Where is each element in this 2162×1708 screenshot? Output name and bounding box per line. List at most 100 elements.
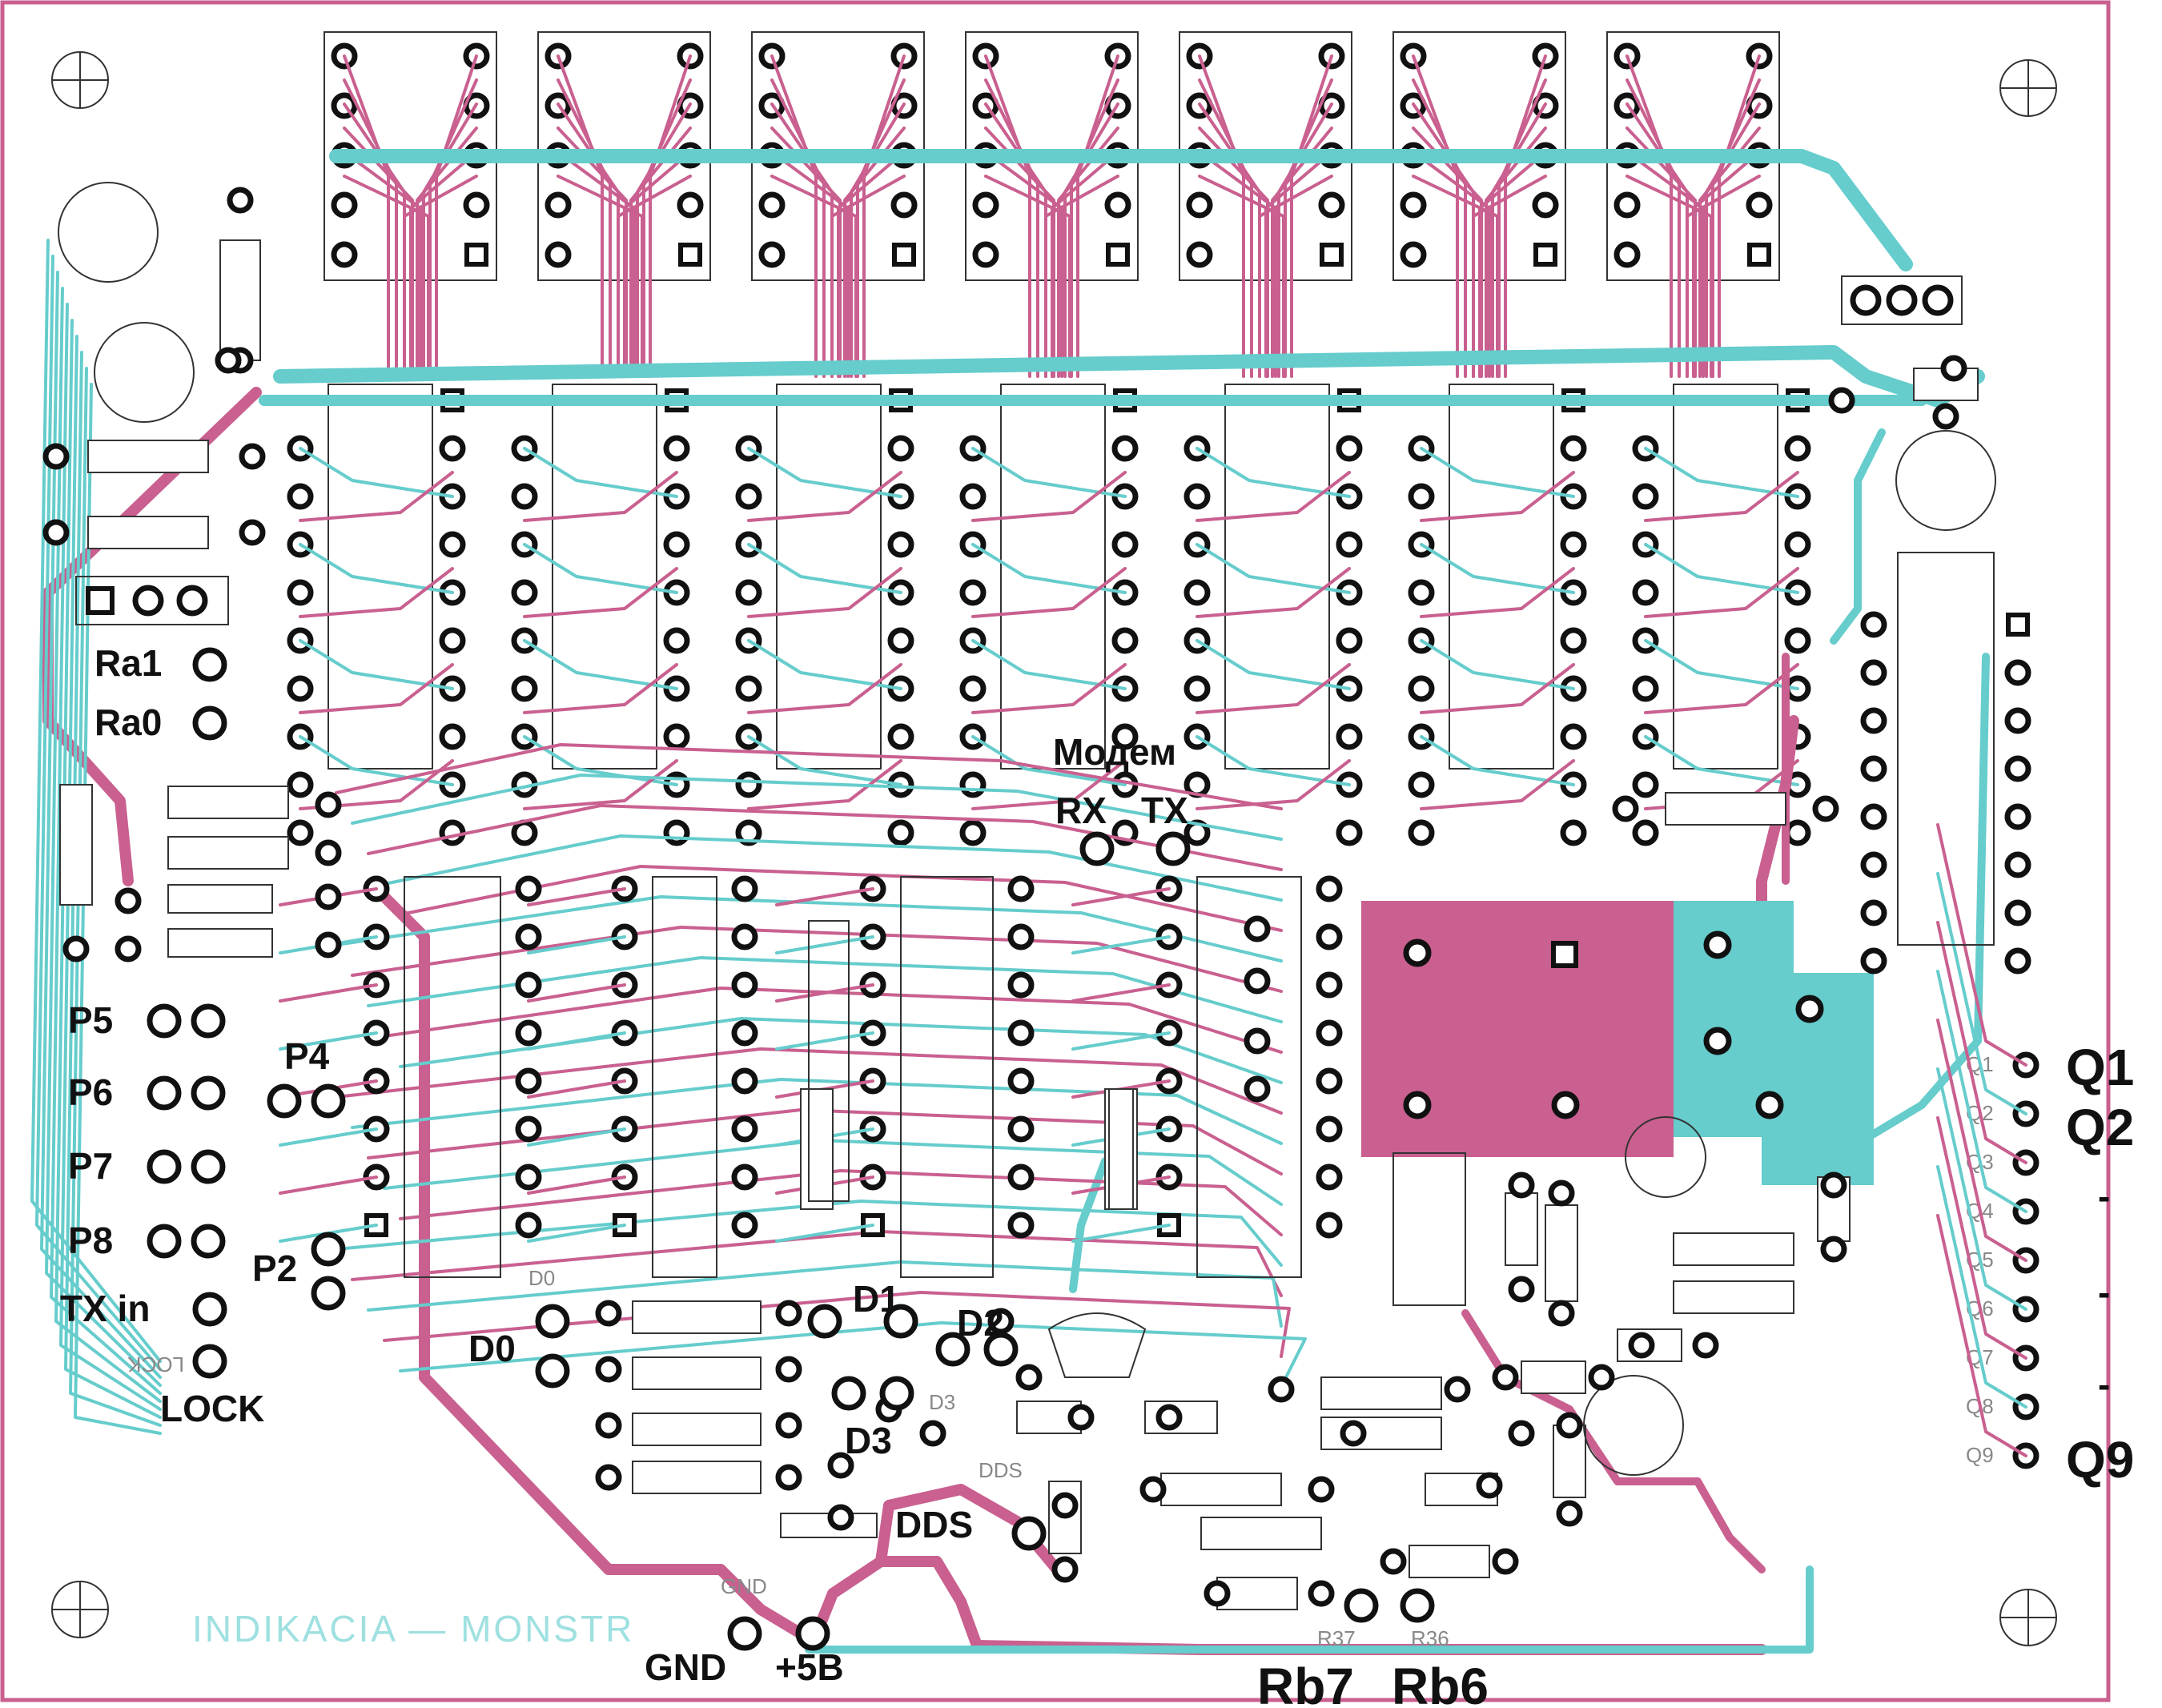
chip-pin bbox=[735, 675, 762, 702]
chip-pin bbox=[2004, 899, 2031, 926]
chip-pin bbox=[959, 675, 987, 702]
label-p6: P6 bbox=[68, 1071, 113, 1113]
component-pad bbox=[1628, 1332, 1655, 1359]
led-pin bbox=[972, 241, 999, 268]
pad-tx[interactable] bbox=[1155, 831, 1191, 866]
mounting-holes bbox=[51, 51, 2057, 1646]
chip-pin bbox=[287, 483, 314, 510]
capacitor-c24 bbox=[1895, 430, 1996, 531]
chip-pin bbox=[1408, 771, 1435, 798]
chip-pin bbox=[2006, 613, 2030, 637]
component-pad bbox=[1244, 915, 1271, 942]
chip-pin bbox=[887, 627, 914, 654]
label-tx-in: TX in bbox=[60, 1288, 150, 1329]
chip-pin bbox=[1183, 579, 1211, 606]
chip-pin bbox=[1860, 755, 1887, 782]
dd-chip-1 bbox=[287, 384, 466, 846]
chip-pin bbox=[735, 771, 762, 798]
pad-tx-in[interactable] bbox=[192, 1292, 227, 1327]
pad-ra1[interactable] bbox=[192, 647, 227, 682]
pad-rb7[interactable] bbox=[1344, 1588, 1379, 1623]
label-tx: TX bbox=[1141, 790, 1188, 831]
pad-rx[interactable] bbox=[1079, 831, 1115, 866]
inductor-l1 bbox=[1320, 1417, 1442, 1450]
led-pin bbox=[1533, 243, 1557, 267]
chip-pin bbox=[959, 483, 987, 510]
label-p2: P2 bbox=[252, 1248, 297, 1289]
component-pad bbox=[1155, 1404, 1183, 1431]
inductor-l5 bbox=[1673, 1280, 1794, 1314]
led-pin bbox=[331, 191, 358, 219]
led-pin bbox=[1318, 191, 1345, 219]
chip-pin bbox=[2004, 659, 2031, 686]
led-module-4 bbox=[965, 31, 1139, 378]
chip-pin bbox=[1316, 923, 1343, 950]
chip-pin bbox=[1007, 1163, 1035, 1191]
lower-chip-3 bbox=[775, 875, 1035, 1278]
pad-gnd[interactable] bbox=[727, 1616, 762, 1651]
label-q1: Q1 bbox=[2066, 1039, 2134, 1096]
chip-pin bbox=[439, 723, 466, 750]
socket-r42 bbox=[1108, 1088, 1134, 1210]
component-pad bbox=[1268, 1376, 1295, 1403]
pad-rb6[interactable] bbox=[1400, 1588, 1435, 1623]
chip-pin bbox=[1336, 627, 1363, 654]
small-label-d0: D0 bbox=[528, 1266, 555, 1290]
chip-pin bbox=[439, 627, 466, 654]
component-pad bbox=[1067, 1404, 1095, 1431]
label-dash-1: - bbox=[2098, 1176, 2110, 1217]
component-pad bbox=[1476, 1472, 1503, 1499]
chip-pin bbox=[1860, 899, 1887, 926]
label-ra0: Ra0 bbox=[94, 701, 162, 743]
chip-pin bbox=[515, 971, 542, 999]
chip-pin bbox=[515, 923, 542, 950]
label-rx: RX bbox=[1055, 790, 1107, 831]
component-pad bbox=[775, 1300, 802, 1327]
passive-components bbox=[58, 182, 1996, 1610]
small-label-r36: R36 bbox=[1411, 1626, 1449, 1650]
resistor-r30 bbox=[800, 1088, 834, 1210]
component-pad bbox=[227, 187, 254, 214]
chip-pin bbox=[1316, 1067, 1343, 1095]
inductor-l4 bbox=[1673, 1232, 1794, 1266]
diode-vd13 bbox=[167, 884, 273, 914]
component-pad bbox=[595, 1464, 622, 1491]
pad-ra0[interactable] bbox=[192, 705, 227, 741]
chip-pin bbox=[1111, 627, 1139, 654]
chip-pin bbox=[287, 819, 314, 846]
resistor-r42 bbox=[1104, 1088, 1138, 1210]
chip-pin bbox=[1860, 947, 1887, 975]
component-pad bbox=[1380, 1548, 1407, 1575]
component-pad bbox=[1051, 1492, 1079, 1519]
component-pad bbox=[115, 887, 142, 914]
chip-pin bbox=[1316, 971, 1343, 999]
dd-chip-2 bbox=[511, 384, 690, 846]
component-pad bbox=[1492, 1548, 1519, 1575]
led-pin bbox=[1186, 191, 1213, 219]
jumper-pack-d3 bbox=[632, 1461, 762, 1494]
component-pad bbox=[1828, 387, 1855, 414]
component-pad bbox=[1508, 1171, 1535, 1199]
led-pin bbox=[331, 241, 358, 268]
led-pin bbox=[972, 191, 999, 219]
chip-dd2-smd bbox=[1392, 1152, 1466, 1306]
resistor-r4 bbox=[1200, 1517, 1322, 1550]
component-pad bbox=[1812, 795, 1839, 822]
led-pin bbox=[1186, 241, 1213, 268]
chip-pin bbox=[731, 923, 758, 950]
small-label-dds: DDS bbox=[979, 1458, 1023, 1482]
pad-lock[interactable] bbox=[192, 1344, 227, 1379]
chip-pin bbox=[1560, 819, 1587, 846]
chip-pin bbox=[1784, 435, 1811, 462]
jumper-pack-d2 bbox=[632, 1413, 762, 1446]
chip-pin bbox=[2004, 803, 2031, 830]
pad-plus5v[interactable] bbox=[795, 1616, 830, 1651]
component-pad bbox=[1244, 967, 1271, 995]
chip-pin bbox=[287, 675, 314, 702]
chip-pin bbox=[1316, 1163, 1343, 1191]
led-pin bbox=[1747, 243, 1771, 267]
chip-pin bbox=[439, 531, 466, 558]
chip-pin bbox=[511, 675, 538, 702]
